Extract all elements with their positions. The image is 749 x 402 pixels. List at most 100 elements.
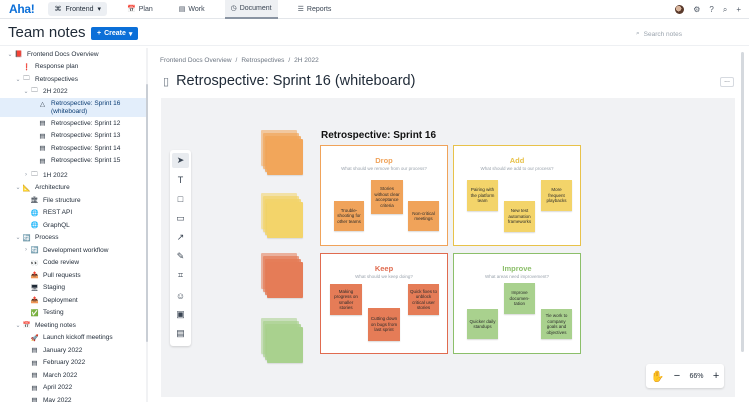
sidebar-tree-item[interactable]: ❗Response plan [0, 61, 146, 73]
sidebar-scrollbar-thumb[interactable] [146, 84, 148, 342]
search-input[interactable]: Search notes [643, 30, 682, 38]
whiteboard-title[interactable]: Retrospective: Sprint 16 [321, 130, 437, 141]
sidebar-tree-item[interactable]: 🖥Staging [0, 282, 146, 294]
sidebar-tree-item[interactable]: ▤February 2022 [0, 357, 146, 369]
sticky-note[interactable]: Pairing with the platform team [467, 180, 498, 211]
image-icon[interactable]: ▣ [176, 309, 185, 319]
chevron-icon[interactable]: › [25, 247, 27, 253]
frame-icon[interactable]: ⌗ [177, 270, 184, 280]
create-button[interactable]: + Create ▾ [91, 27, 139, 40]
more-options-button[interactable]: ... [720, 77, 734, 87]
top-bar: Aha! ⌘ Frontend ▾ 📅Plan ▤Work ◷Document … [0, 0, 749, 19]
zoom-in-button[interactable]: + [712, 370, 720, 382]
template-icon[interactable]: ▤ [176, 328, 185, 338]
chevron-icon[interactable]: ⌄ [15, 322, 21, 329]
sticky-note[interactable]: New test automation frameworks [504, 201, 535, 232]
sticky-note[interactable]: Non-critical meetings [408, 201, 439, 231]
arrow-icon[interactable]: ↗ [176, 232, 185, 242]
zoom-out-button[interactable]: − [673, 370, 681, 382]
tab-work[interactable]: ▤Work [173, 0, 211, 19]
sidebar-tree-item[interactable]: ⌄📅Meeting notes [0, 319, 146, 331]
tab-plan[interactable]: 📅Plan [121, 0, 159, 19]
sidebar-tree-item[interactable]: 🏛File structure [0, 194, 146, 206]
sidebar-tree-item[interactable]: ▤Retrospective: Sprint 15 [0, 155, 146, 167]
emoji-icon[interactable]: ☺ [175, 290, 186, 301]
sidebar-tree-item[interactable]: ▤Retrospective: Sprint 13 [0, 130, 146, 142]
shape-icon[interactable]: □ [177, 193, 184, 204]
sidebar-tree-item[interactable]: 🌐GraphQL [0, 219, 146, 231]
chevron-icon[interactable]: › [25, 172, 27, 178]
sticky-note[interactable]: More frequent playbacks [541, 180, 572, 211]
workspace-switcher[interactable]: ⌘ Frontend ▾ [48, 2, 108, 16]
hand-icon[interactable]: ✋ [650, 370, 665, 383]
sidebar-tree-item[interactable]: ▤March 2022 [0, 369, 146, 381]
sidebar-tree-item[interactable]: ▤April 2022 [0, 382, 146, 394]
sidebar-tree-item[interactable]: ⌄🔄Process [0, 232, 146, 244]
search-icon[interactable]: ⌕ [722, 4, 728, 14]
tab-reports-label: Reports [306, 5, 332, 13]
sticky-note-stack[interactable] [267, 139, 303, 175]
sidebar-tree-item[interactable]: ✅Testing [0, 307, 146, 319]
chevron-down-icon: ▾ [128, 30, 133, 38]
sidebar-tree-item[interactable]: 👀Code review [0, 257, 146, 269]
breadcrumb-item[interactable]: 2H 2022 [294, 57, 319, 64]
sidebar-tree-item[interactable]: ▤January 2022 [0, 344, 146, 356]
sticky-note[interactable]: Making progress on smaller stories [330, 284, 362, 315]
sidebar-tree-item[interactable]: ⌄🗀Retrospectives [0, 73, 146, 85]
sidebar-tree-item[interactable]: ▤Retrospective: Sprint 14 [0, 142, 146, 154]
document-title-text[interactable]: Retrospective: Sprint 16 (whiteboard) [176, 73, 416, 89]
sidebar-tree-item[interactable]: 🌐REST API [0, 207, 146, 219]
avatar[interactable] [675, 5, 685, 14]
sidebar-tree-item[interactable]: 🚀Launch kickoff meetings [0, 332, 146, 344]
sticky-note[interactable]: Tie work to company goals and objectives [541, 309, 572, 339]
sidebar-tree-item[interactable]: ⌄📕Frontend Docs Overview [0, 48, 146, 60]
app-logo[interactable]: Aha! [9, 2, 35, 16]
tree-item-label: Deployment [43, 296, 78, 304]
tree-item-icon: 🏛 [30, 197, 39, 204]
chevron-icon[interactable]: ⌄ [15, 76, 21, 83]
whiteboard-canvas[interactable] [161, 98, 735, 397]
sidebar-tree-item[interactable]: ▤May 2022 [0, 394, 146, 402]
sticky-note-icon[interactable]: ▭ [176, 213, 185, 223]
sticky-note-stack[interactable] [267, 202, 303, 238]
sticky-note[interactable]: Improve documen-tation [504, 283, 535, 314]
tab-plan-label: Plan [138, 5, 153, 13]
tab-document[interactable]: ◷Document [224, 0, 278, 19]
search-notes[interactable]: ⌕ Search notes [636, 27, 740, 41]
breadcrumb-item[interactable]: Retrospectives [241, 57, 285, 64]
sidebar-tree-item[interactable]: ▤Retrospective: Sprint 12 [0, 117, 146, 129]
tree-item-label: Retrospective: Sprint 16 (whiteboard) [51, 100, 121, 115]
sidebar-tree-item[interactable]: 📤Deployment [0, 294, 146, 306]
sidebar-tree-item[interactable]: ›🔄Development workflow [0, 244, 146, 256]
chevron-icon[interactable]: ⌄ [7, 51, 13, 58]
sidebar-tree-item[interactable]: △Retrospective: Sprint 16 (whiteboard) [0, 98, 146, 117]
breadcrumb-item[interactable]: Frontend Docs Overview [160, 57, 232, 64]
text-icon[interactable]: T [177, 174, 184, 185]
sidebar-tree-item[interactable]: 📤Pull requests [0, 269, 146, 281]
sticky-note[interactable]: Quick fixes to unblock critical user sto… [408, 284, 439, 315]
sticky-note[interactable]: Quicker daily standups [467, 309, 498, 339]
gear-icon[interactable]: ⚙ [693, 5, 701, 14]
sidebar-tree-item[interactable]: ›🗀1H 2022 [0, 169, 146, 181]
help-icon[interactable]: ? [709, 5, 714, 14]
chevron-icon[interactable]: ⌄ [15, 235, 21, 241]
pen-icon[interactable]: ✎ [176, 251, 185, 261]
sticky-note[interactable]: Trouble-shooting for other teams [334, 201, 364, 231]
sticky-note[interactable]: Stories without clear acceptance criteri… [371, 180, 403, 214]
pointer-icon[interactable]: ➤ [172, 153, 189, 168]
chevron-icon[interactable]: ⌄ [23, 89, 29, 95]
chevron-icon[interactable]: ⌄ [15, 185, 21, 191]
sticky-note[interactable]: Cutting down on bugs from last sprint [368, 308, 400, 341]
main-scrollbar-thumb[interactable] [741, 52, 744, 352]
sticky-note-stack[interactable] [267, 262, 303, 298]
sidebar-tree-item[interactable]: ⌄📐Architecture [0, 182, 146, 194]
sticky-note-stack[interactable] [267, 327, 303, 363]
sidebar-tree-item[interactable]: ⌄🗀2H 2022 [0, 86, 146, 98]
plus-icon[interactable]: + [736, 5, 741, 14]
tab-reports[interactable]: ☰Reports [292, 0, 338, 19]
document-icon: ▯ [163, 75, 170, 88]
